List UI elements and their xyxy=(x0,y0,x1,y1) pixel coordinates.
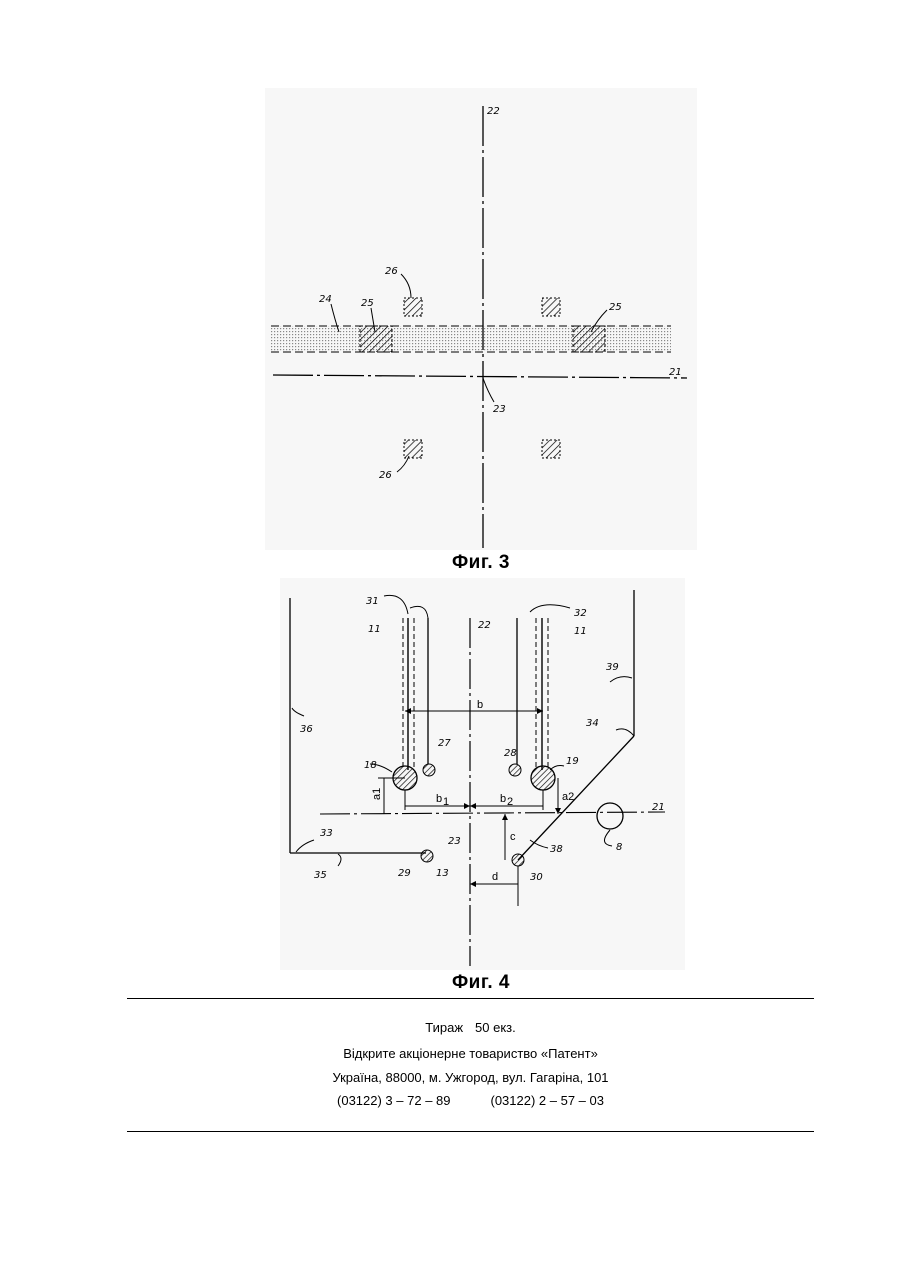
label-21: 21 xyxy=(669,367,682,378)
label-27: 27 xyxy=(438,738,451,749)
label-d: d xyxy=(492,871,498,883)
label-b2-sub: 2 xyxy=(507,796,513,808)
label-25-left: 25 xyxy=(361,298,374,309)
label-18: 18 xyxy=(364,760,377,771)
label-26-top: 26 xyxy=(385,266,398,277)
label-a2: a2 xyxy=(562,791,574,803)
circle-30 xyxy=(512,854,524,866)
label-b2: b xyxy=(500,793,506,805)
square-26-tr xyxy=(542,298,560,316)
label-35: 35 xyxy=(314,870,327,881)
label-29: 29 xyxy=(398,868,411,879)
label-8: 8 xyxy=(616,842,622,853)
label-31: 31 xyxy=(366,596,379,607)
address-line: Україна, 88000, м. Ужгород, вул. Гагарін… xyxy=(127,1070,814,1085)
figure-3-caption: Фиг. 3 xyxy=(381,552,581,574)
label-25-right: 25 xyxy=(609,302,622,313)
circle-19 xyxy=(531,766,555,790)
label-11-left: 11 xyxy=(368,624,381,635)
label-b1-sub: 1 xyxy=(443,796,449,808)
label-32: 32 xyxy=(574,608,587,619)
axis-21 xyxy=(273,375,687,378)
phone-1: (03122) 3 – 72 – 89 xyxy=(337,1093,450,1108)
circle-28 xyxy=(509,764,521,776)
phone-2: (03122) 2 – 57 – 03 xyxy=(491,1093,604,1108)
label-22: 22 xyxy=(487,106,500,117)
element-25-left xyxy=(360,326,392,352)
square-26-bl xyxy=(404,440,422,458)
divider-bottom xyxy=(127,1131,814,1132)
label-c: c xyxy=(510,831,516,843)
circle-27 xyxy=(423,764,435,776)
square-26-br xyxy=(542,440,560,458)
label-36: 36 xyxy=(300,724,313,735)
label-28: 28 xyxy=(504,748,517,759)
label-38: 38 xyxy=(550,844,563,855)
strip-24 xyxy=(271,326,671,352)
label-24: 24 xyxy=(319,294,332,305)
circle-8 xyxy=(597,803,623,829)
label-b1: b xyxy=(436,793,442,805)
label-34: 34 xyxy=(586,718,599,729)
publisher-line: Відкрите акціонерне товариство «Патент» xyxy=(127,1046,814,1061)
figure-4-caption: Фиг. 4 xyxy=(381,972,581,994)
label-30: 30 xyxy=(530,872,543,883)
phone-line: (03122) 3 – 72 – 89 (03122) 2 – 57 – 03 xyxy=(127,1093,814,1108)
label-19: 19 xyxy=(566,756,579,767)
label-23: 23 xyxy=(448,836,461,847)
label-39: 39 xyxy=(606,662,619,673)
figure-3-svg: 22 24 25 25 26 26 21 23 xyxy=(265,88,697,550)
figure-3-drawing: 22 24 25 25 26 26 21 23 xyxy=(265,88,697,550)
figure-4-drawing: 31 32 11 11 22 39 36 34 b 18 27 28 19 a1… xyxy=(280,578,685,970)
circulation-value: 50 екз. xyxy=(475,1020,516,1035)
label-a1: a1 xyxy=(371,788,383,800)
label-13: 13 xyxy=(436,868,449,879)
label-23: 23 xyxy=(493,404,506,415)
label-26-bottom: 26 xyxy=(379,470,392,481)
label-11-right: 11 xyxy=(574,626,587,637)
label-33: 33 xyxy=(320,828,333,839)
label-b: b xyxy=(477,699,483,711)
label-22: 22 xyxy=(478,620,491,631)
figure-4-svg: 31 32 11 11 22 39 36 34 b 18 27 28 19 a1… xyxy=(280,578,685,970)
element-25-right xyxy=(573,326,605,352)
divider-top xyxy=(127,998,814,999)
label-21: 21 xyxy=(652,802,665,813)
square-26-tl xyxy=(404,298,422,316)
axis-21 xyxy=(320,812,665,814)
circulation-line: Тираж 50 екз. xyxy=(127,1020,814,1035)
circle-29 xyxy=(421,850,433,862)
circulation-label: Тираж xyxy=(425,1020,463,1035)
